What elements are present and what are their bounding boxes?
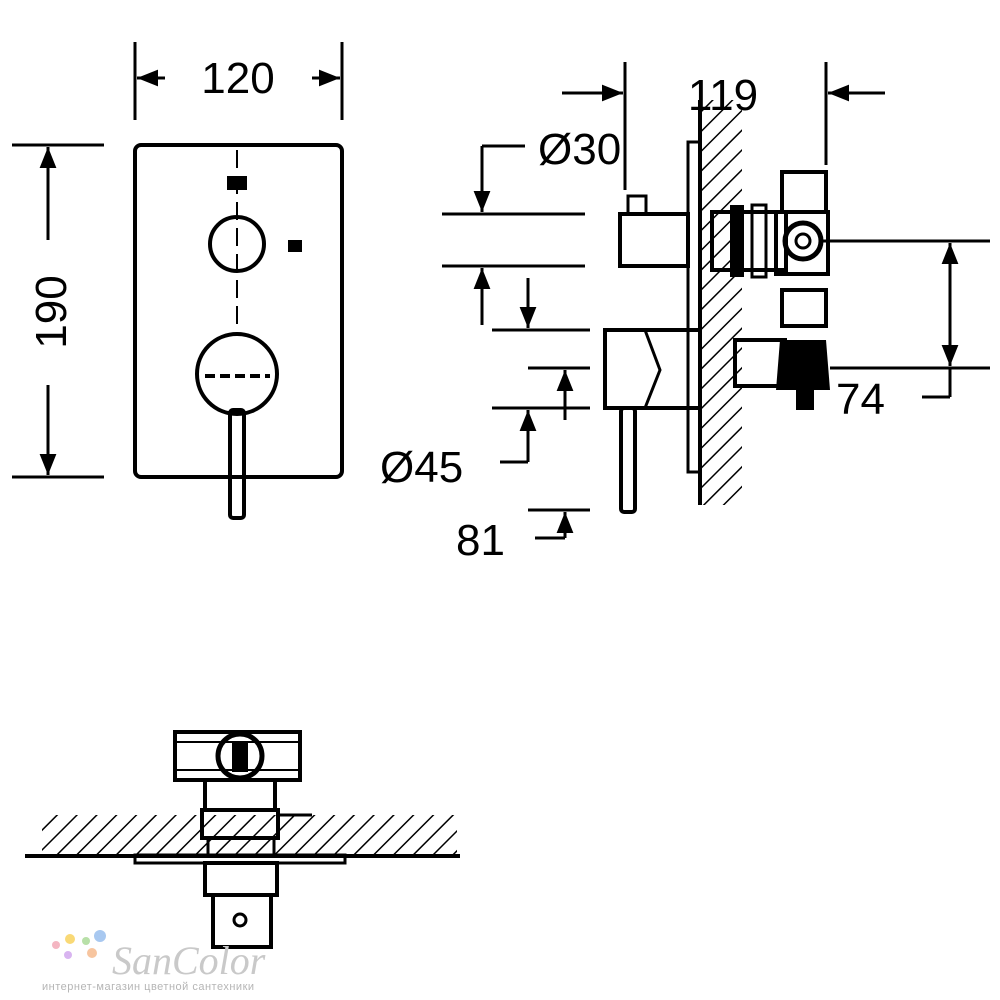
watermark-dot — [52, 941, 60, 949]
watermark-dot — [65, 934, 75, 944]
watermark-brand: SanColor — [112, 938, 266, 983]
cover-plate — [133, 143, 344, 479]
dim-depth-label: 119 — [688, 71, 758, 120]
watermark-dot — [82, 937, 90, 945]
dim-outlet-spacing-label: 74 — [836, 375, 885, 424]
wall-section — [700, 100, 742, 505]
dim-width-label: 120 — [201, 54, 274, 103]
watermark-tagline: интернет-магазин цветной сантехники — [42, 981, 255, 993]
watermark-dot — [94, 930, 106, 942]
mixer-lever — [228, 408, 246, 520]
diverter-cap — [618, 212, 690, 268]
top-view — [25, 730, 460, 949]
front-view — [12, 42, 344, 520]
watermark-dot — [64, 951, 72, 959]
mixer-knob — [195, 332, 279, 416]
watermark-dot — [87, 948, 97, 958]
side-view — [442, 62, 990, 540]
wall-band — [42, 815, 457, 855]
diverter-knob — [208, 215, 266, 273]
dim-handle-projection-label: 81 — [456, 516, 505, 565]
watermark: SanColor интернет-магазин цветной сантех… — [42, 930, 266, 993]
mixer-handle-side — [603, 328, 702, 410]
dim-height-label: 190 — [27, 275, 76, 348]
dim-handle-diameter-label: Ø45 — [380, 443, 463, 492]
dim-diverter-diameter-label: Ø30 — [538, 125, 621, 174]
